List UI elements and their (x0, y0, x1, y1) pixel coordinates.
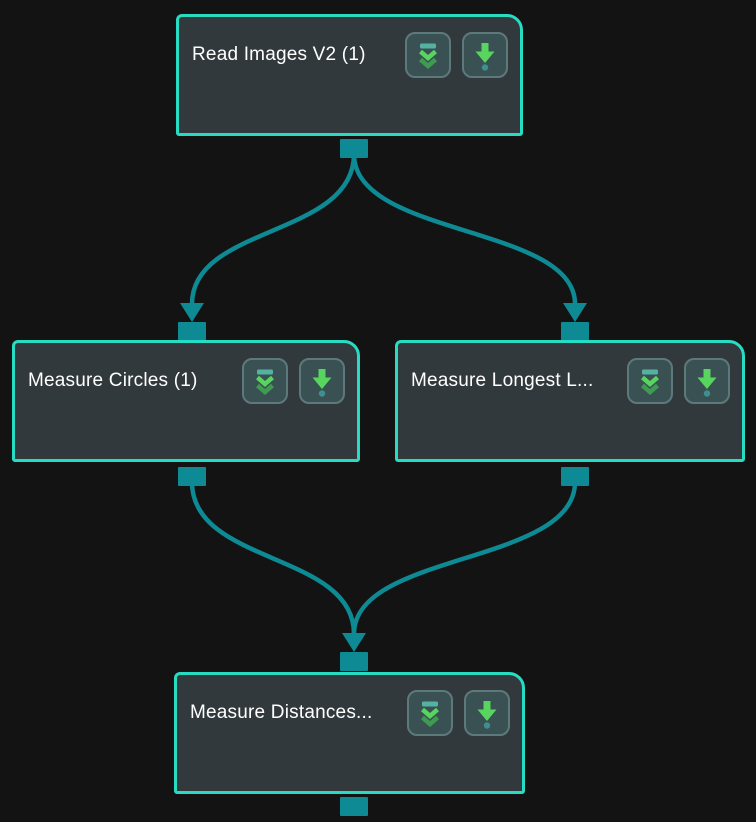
wire-read-to-circles (189, 153, 357, 305)
run-arrow-icon (312, 369, 332, 397)
run-arrow-icon (697, 369, 717, 397)
expand-node-button[interactable] (405, 32, 451, 78)
chevron-double-down-icon (256, 369, 274, 395)
node-title: Read Images V2 (1) (192, 44, 366, 65)
run-node-button[interactable] (462, 32, 508, 78)
run-node-button[interactable] (684, 358, 730, 404)
arrowhead-into-distances (342, 633, 366, 652)
output-port-measure-distances[interactable] (340, 797, 368, 816)
input-port-measure-distances[interactable] (340, 652, 368, 671)
input-port-measure-longest[interactable] (561, 322, 589, 341)
wire-read-to-longest (351, 153, 578, 305)
run-node-button[interactable] (464, 690, 510, 736)
output-port-measure-longest[interactable] (561, 467, 589, 486)
run-arrow-icon (475, 43, 495, 71)
node-title: Measure Distances... (190, 702, 373, 723)
expand-node-button[interactable] (407, 690, 453, 736)
wire-longest-to-distances (351, 481, 578, 635)
node-measure-distances[interactable]: Measure Distances... (174, 672, 525, 794)
node-title: Measure Longest L... (411, 370, 594, 391)
run-arrow-icon (477, 701, 497, 729)
expand-node-button[interactable] (627, 358, 673, 404)
chevron-double-down-icon (641, 369, 659, 395)
output-port-read-images[interactable] (340, 139, 368, 158)
wire-circles-to-distances (189, 481, 357, 635)
expand-node-button[interactable] (242, 358, 288, 404)
node-read-images-v2[interactable]: Read Images V2 (1) (176, 14, 523, 136)
node-measure-circles[interactable]: Measure Circles (1) (12, 340, 360, 462)
node-measure-longest-line[interactable]: Measure Longest L... (395, 340, 745, 462)
chevron-double-down-icon (419, 43, 437, 69)
chevron-double-down-icon (421, 701, 439, 727)
node-title: Measure Circles (1) (28, 370, 198, 391)
output-port-measure-circles[interactable] (178, 467, 206, 486)
input-port-measure-circles[interactable] (178, 322, 206, 341)
arrowhead-into-longest (563, 303, 587, 322)
run-node-button[interactable] (299, 358, 345, 404)
arrowhead-into-circles (180, 303, 204, 322)
